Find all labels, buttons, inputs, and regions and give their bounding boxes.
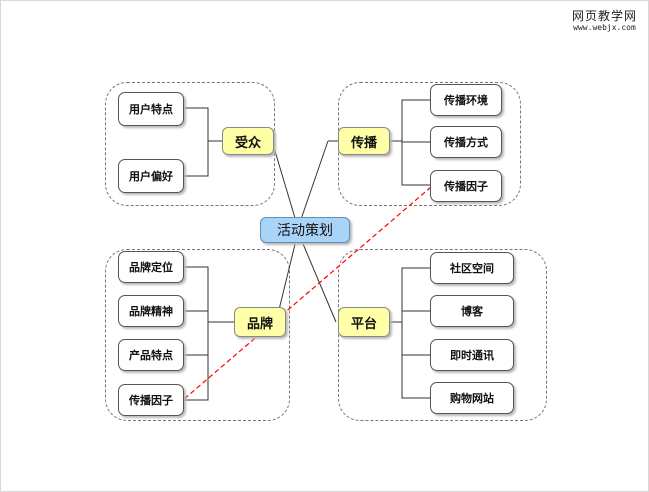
leaf-brand-positioning[interactable]: 品牌定位 (118, 251, 184, 283)
branch-platform[interactable]: 平台 (338, 307, 390, 337)
branch-audience[interactable]: 受众 (222, 127, 274, 155)
leaf-spread-environment[interactable]: 传播环境 (430, 84, 502, 116)
leaf-product-features[interactable]: 产品特点 (118, 339, 184, 371)
leaf-brand-spread-factor[interactable]: 传播因子 (118, 384, 184, 416)
branch-brand[interactable]: 品牌 (234, 307, 286, 337)
center-node[interactable]: 活动策划 (260, 217, 350, 243)
leaf-blog[interactable]: 博客 (430, 295, 514, 327)
bracket-platform (401, 267, 430, 399)
bracket-brand (184, 266, 209, 401)
watermark-text: 网页教学网 (571, 9, 637, 23)
connector-center-platform (297, 231, 337, 323)
leaf-user-preferences[interactable]: 用户偏好 (118, 159, 184, 193)
group-platform (338, 249, 547, 421)
group-audience (105, 82, 275, 206)
leaf-instant-messaging[interactable]: 即时通讯 (430, 339, 514, 371)
leaf-spread-factor[interactable]: 传播因子 (430, 170, 502, 202)
watermark: 网页教学网 www.webjx.com (572, 9, 637, 33)
leaf-shopping-site[interactable]: 购物网站 (430, 382, 514, 414)
leaf-community-space[interactable]: 社区空间 (430, 252, 514, 284)
group-brand (105, 249, 290, 421)
bracket-audience (184, 107, 209, 177)
watermark-url: www.webjx.com (573, 23, 636, 32)
connector-center-audience (271, 140, 299, 229)
branch-spread[interactable]: 传播 (338, 127, 390, 155)
leaf-brand-spirit[interactable]: 品牌精神 (118, 295, 184, 327)
relation-arrow (172, 186, 432, 410)
connector-center-spread (297, 140, 329, 229)
leaf-user-traits[interactable]: 用户特点 (118, 92, 184, 126)
leaf-spread-method[interactable]: 传播方式 (430, 126, 502, 158)
